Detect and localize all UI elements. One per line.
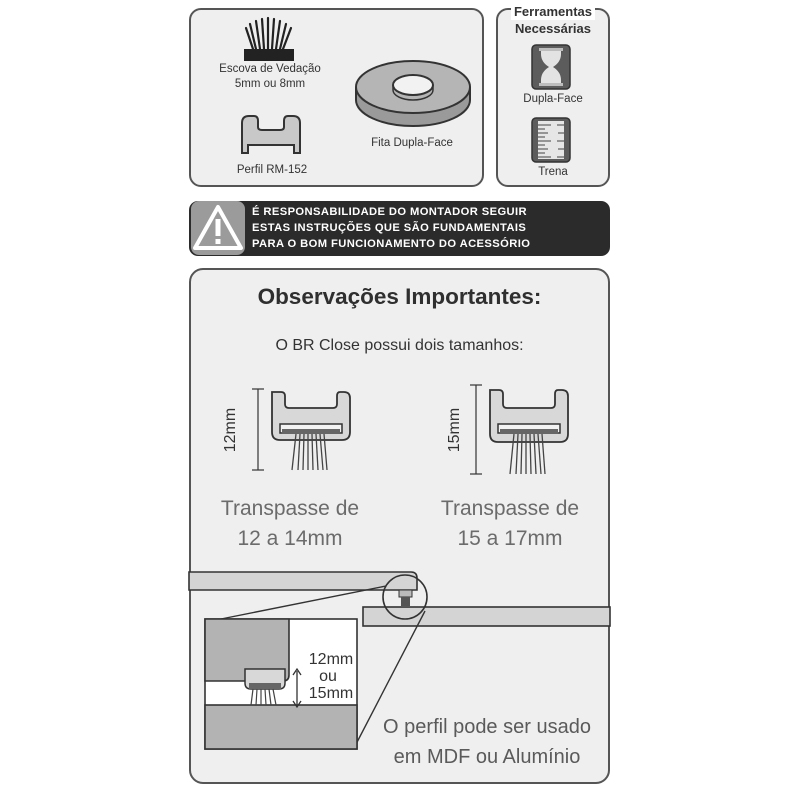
size-small-caption: Transpasse de 12 a 14mm [190,494,390,554]
detail-dim-line1: 12mm [308,651,354,668]
warning-line3: PARA O BOM FUNCIONAMENTO DO ACESSÓRIO [252,238,531,250]
detail-dim-line2: ou [319,668,337,685]
size-large-caption-line2: 15 a 17mm [457,527,563,550]
brush-label-line2: 5mm ou 8mm [234,78,306,90]
profile-label: Perfil RM-152 [236,164,308,176]
double-sided-tape-tool-icon [531,44,571,90]
detail-dim-line3: 15mm [308,685,354,702]
profile-rm152-icon [241,115,301,154]
tool2-label: Trena [538,166,568,178]
tools-title-line1: Ferramentas [510,3,596,20]
warning-line1: É RESPONSABILIDADE DO MONTADOR SEGUIR [252,206,528,218]
door-overlap-diagram [188,571,611,750]
sealing-brush-icon [244,16,294,61]
brush-label: Escova de Vedação 5mm ou 8mm [200,62,340,92]
tools-panel [496,8,610,187]
warning-triangle-icon [191,201,245,255]
warning-bar [189,201,610,256]
material-note: O perfil pode ser usado em MDF ou Alumín… [363,712,611,772]
warning-line2: ESTAS INSTRUÇÕES QUE SÃO FUNDAMENTAIS [252,222,527,234]
material-note-line2: em MDF ou Alumínio [393,746,581,768]
tool1-label: Dupla-Face [523,93,583,105]
measuring-tape-icon [531,117,571,163]
size-large-caption-line1: Transpasse de [440,497,580,520]
profile-12mm-diagram [252,388,351,471]
tools-title: Ferramentas Necessárias [496,3,610,37]
profile-12mm-dimension: 12mm [222,407,239,453]
tape-label: Fita Dupla-Face [371,137,453,149]
observations-subtitle: O BR Close possui dois tamanhos: [275,337,524,354]
profile-15mm-diagram [470,384,569,475]
observations-title: Observações Importantes: [257,284,542,309]
size-small-caption-line1: Transpasse de [220,497,360,520]
brush-label-line1: Escova de Vedação [219,63,321,75]
profile-15mm-dimension: 15mm [446,407,463,453]
warning-text: É RESPONSABILIDADE DO MONTADOR SEGUIR ES… [252,204,606,252]
size-large-caption: Transpasse de 15 a 17mm [410,494,610,554]
size-small-caption-line2: 12 a 14mm [237,527,343,550]
double-sided-tape-icon [355,60,471,127]
tools-title-line2: Necessárias [515,21,591,36]
material-note-line1: O perfil pode ser usado [383,716,591,738]
detail-dimension: 12mm ou 15mm [296,651,366,702]
